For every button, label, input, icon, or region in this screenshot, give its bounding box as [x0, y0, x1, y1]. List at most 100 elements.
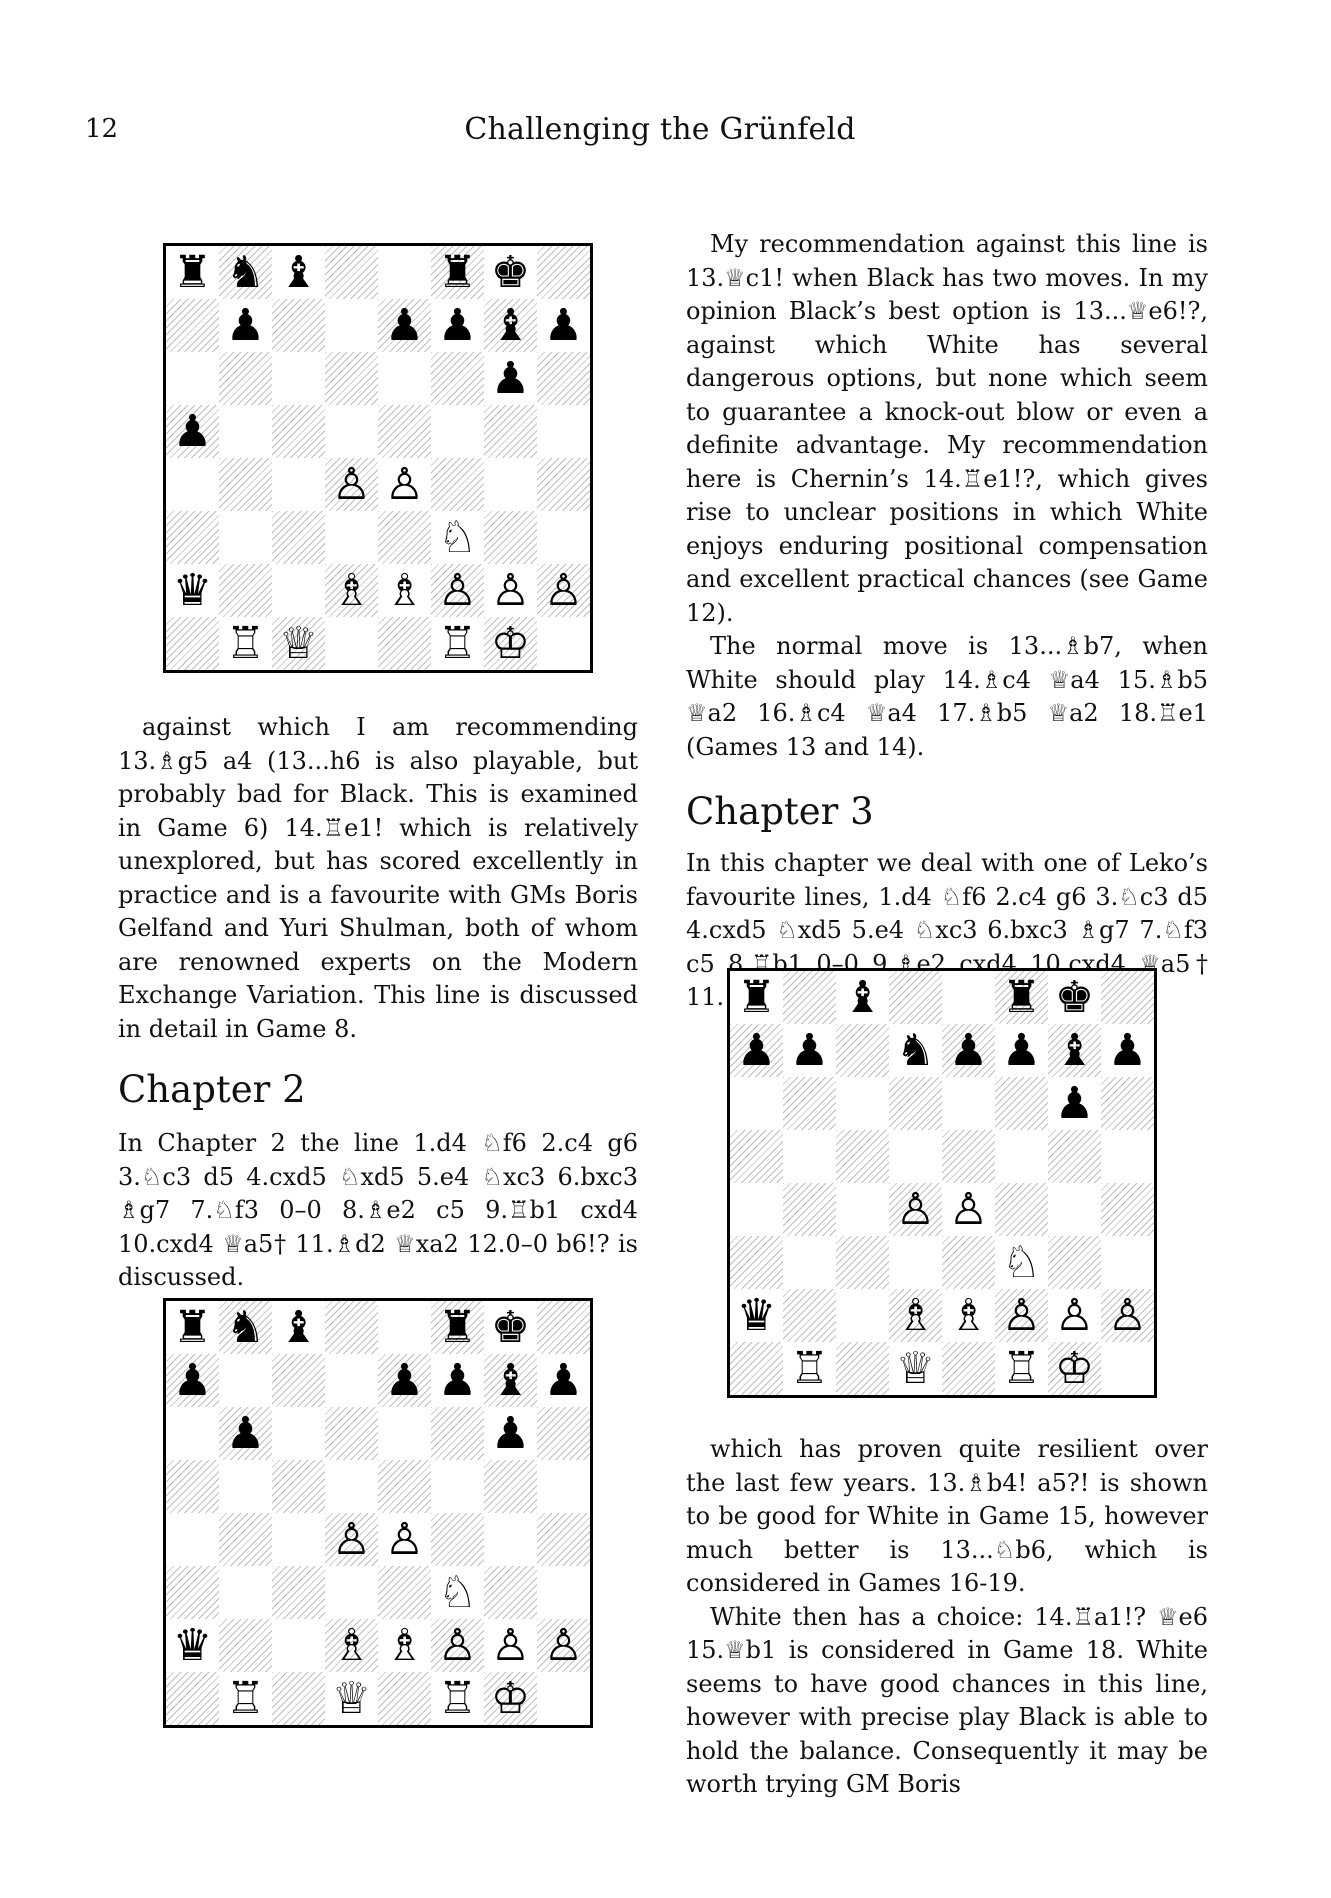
black-queen-icon: ♛	[172, 564, 213, 616]
white-pawn-icon: ♙	[331, 1513, 372, 1565]
board-square	[1101, 1342, 1154, 1395]
board-square	[1101, 971, 1154, 1024]
board-square	[219, 1619, 272, 1672]
chess-diagram-right: ♜♝♜♚♟♟♞♟♟♝♟♟♙♙♘♛♗♗♙♙♙♖♕♖♔	[727, 968, 1157, 1398]
black-pawn-icon: ♟	[490, 352, 531, 404]
black-pawn-icon: ♟	[437, 299, 478, 351]
board-square: ♛	[730, 1289, 783, 1342]
board-square	[484, 1566, 537, 1619]
board-square	[272, 511, 325, 564]
black-pawn-icon: ♟	[948, 1024, 989, 1076]
white-rook-icon: ♖	[437, 617, 478, 669]
board-square	[537, 352, 590, 405]
board-square	[378, 352, 431, 405]
board-square	[219, 564, 272, 617]
board-square	[1101, 1183, 1154, 1236]
board-square: ♙	[537, 564, 590, 617]
board-square: ♟	[783, 1024, 836, 1077]
board-square: ♝	[1048, 1024, 1101, 1077]
board-square	[537, 1566, 590, 1619]
board-square: ♖	[431, 1672, 484, 1725]
board-square	[219, 352, 272, 405]
white-knight-icon: ♘	[1001, 1236, 1042, 1288]
board-square	[325, 1460, 378, 1513]
white-pawn-icon: ♙	[543, 1619, 584, 1671]
chess-diagram-top-left: ♜♞♝♜♚♟♟♟♝♟♟♟♙♙♘♛♗♗♙♙♙♖♕♖♔	[163, 243, 593, 673]
white-pawn-icon: ♙	[331, 458, 372, 510]
board-square: ♟	[431, 1354, 484, 1407]
board-square: ♚	[484, 246, 537, 299]
board-square	[484, 511, 537, 564]
chess-diagram-bottom-left: ♜♞♝♜♚♟♟♟♝♟♟♟♙♙♘♛♗♗♙♙♙♖♕♖♔	[163, 1298, 593, 1728]
board-square	[378, 1672, 431, 1725]
board-square	[836, 1236, 889, 1289]
board-square	[537, 405, 590, 458]
board-square: ♜	[166, 246, 219, 299]
board-square	[378, 1301, 431, 1354]
black-bishop-icon: ♝	[490, 1354, 531, 1406]
board-square	[1101, 1077, 1154, 1130]
black-rook-icon: ♜	[437, 246, 478, 298]
black-knight-icon: ♞	[225, 246, 266, 298]
right-column-lower: which has proven quite resilient over th…	[686, 1433, 1208, 1802]
white-bishop-icon: ♗	[331, 564, 372, 616]
board-square	[166, 352, 219, 405]
board-square: ♜	[995, 971, 1048, 1024]
black-bishop-icon: ♝	[1054, 1024, 1095, 1076]
board-square: ♟	[942, 1024, 995, 1077]
white-pawn-icon: ♙	[490, 564, 531, 616]
board-square	[1101, 1236, 1154, 1289]
board-square	[378, 246, 431, 299]
board-square: ♚	[1048, 971, 1101, 1024]
black-pawn-icon: ♟	[172, 405, 213, 457]
board-square	[325, 1566, 378, 1619]
board-square	[889, 971, 942, 1024]
board-square: ♞	[219, 246, 272, 299]
board-square: ♛	[166, 564, 219, 617]
board-square: ♟	[219, 1407, 272, 1460]
board-square: ♙	[942, 1183, 995, 1236]
white-bishop-icon: ♗	[384, 564, 425, 616]
board-square: ♗	[378, 564, 431, 617]
black-pawn-icon: ♟	[1001, 1024, 1042, 1076]
board-square: ♖	[783, 1342, 836, 1395]
running-head: Challenging the Grünfeld	[464, 112, 856, 147]
board-square	[484, 458, 537, 511]
board-square	[889, 1130, 942, 1183]
chapter-2-text: In Chapter 2 the line 1.d4 ♘f6 2.c4 g6 3…	[118, 1129, 638, 1291]
board-square	[325, 511, 378, 564]
black-pawn-icon: ♟	[1054, 1077, 1095, 1129]
chapter-2-heading: Chapter 2	[118, 1068, 306, 1111]
board-square	[1048, 1130, 1101, 1183]
white-king-icon: ♔	[1054, 1342, 1095, 1394]
board-square	[325, 1354, 378, 1407]
board-square	[484, 1460, 537, 1513]
black-rook-icon: ♜	[437, 1301, 478, 1353]
board-square: ♛	[166, 1619, 219, 1672]
board-square: ♙	[537, 1619, 590, 1672]
board-square	[378, 617, 431, 670]
board-square: ♟	[1048, 1077, 1101, 1130]
board-square: ♗	[942, 1289, 995, 1342]
board-square: ♟	[995, 1024, 1048, 1077]
page-number: 12	[85, 114, 119, 144]
board-square: ♟	[730, 1024, 783, 1077]
board-square	[219, 458, 272, 511]
white-bishop-icon: ♗	[384, 1619, 425, 1671]
board-square: ♙	[1101, 1289, 1154, 1342]
board-square: ♝	[272, 246, 325, 299]
board-square	[166, 511, 219, 564]
black-pawn-icon: ♟	[384, 1354, 425, 1406]
board-square	[272, 1460, 325, 1513]
black-pawn-icon: ♟	[789, 1024, 830, 1076]
board-square	[166, 1566, 219, 1619]
board-square	[219, 1566, 272, 1619]
board-square: ♟	[166, 1354, 219, 1407]
white-rook-icon: ♖	[225, 1672, 266, 1724]
board-square	[537, 458, 590, 511]
board-square	[219, 405, 272, 458]
board-square: ♝	[836, 971, 889, 1024]
white-pawn-icon: ♙	[384, 458, 425, 510]
board-square: ♟	[378, 1354, 431, 1407]
white-king-icon: ♔	[490, 617, 531, 669]
